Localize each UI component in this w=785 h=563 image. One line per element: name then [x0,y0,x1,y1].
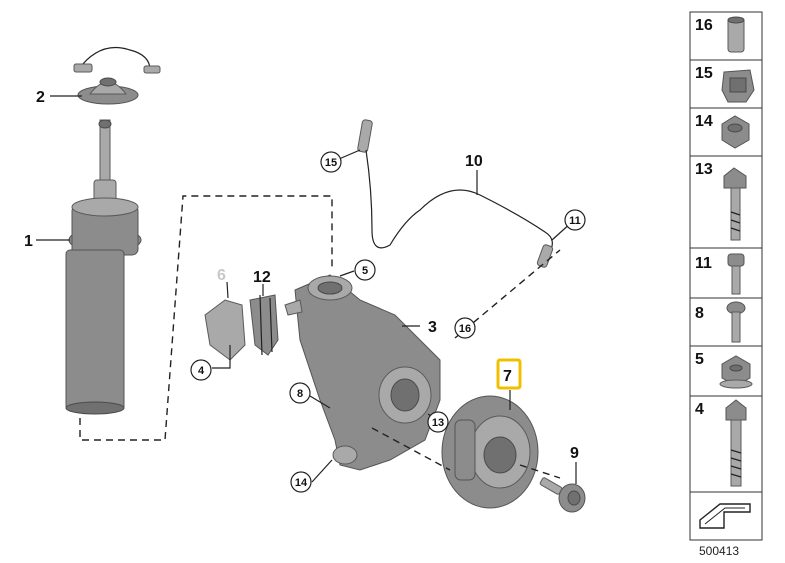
svg-text:14: 14 [295,477,308,489]
callout-2: 2 [36,89,45,106]
shock-absorber [65,119,142,415]
callout-4-circle: 4 [190,359,212,381]
svg-text:14: 14 [695,113,713,130]
callout-16-circle: 16 [454,317,476,339]
flange-bolt-icon [723,167,747,189]
svg-text:15: 15 [695,65,713,82]
svg-text:8: 8 [297,388,303,400]
callout-7: 7 [503,368,512,385]
hub-bolt [539,477,586,513]
svg-text:8: 8 [695,305,704,322]
small-parts-sidebar: 16 15 14 13 11 8 5 [689,11,763,541]
callout-6: 6 [217,267,226,284]
leader-lines [36,95,577,484]
long-bolt-icon [725,399,747,421]
callout-14-circle: 14 [290,471,312,493]
sidebar-cell-11 [689,247,763,299]
svg-text:15: 15 [325,157,337,169]
svg-text:16: 16 [459,323,471,335]
wheel-speed-sensor [357,119,554,268]
callout-5-circle: 5 [354,259,376,281]
callout-15-circle: 15 [320,151,342,173]
svg-text:4: 4 [198,365,205,377]
callout-10: 10 [465,153,483,170]
callout-9: 9 [570,445,579,462]
sidebar-cell-arrow [689,491,763,541]
svg-text:13: 13 [432,417,444,429]
svg-text:13: 13 [695,161,713,178]
wheel-carrier [284,274,441,471]
svg-text:5: 5 [695,351,704,368]
svg-text:11: 11 [695,255,712,272]
callout-12: 12 [253,269,271,286]
group-dashed-outline [79,195,333,441]
sidebar-cell-16 [689,11,763,61]
callout-1: 1 [24,233,33,250]
svg-text:4: 4 [695,401,704,418]
boot-with-sensor-wire [73,46,161,105]
svg-text:5: 5 [362,265,368,277]
svg-text:11: 11 [569,215,581,227]
socket-bolt-icon [727,253,745,267]
callout-7-highlight [496,358,522,390]
callout-8-circle: 8 [289,382,311,404]
callout-13-circle: 13 [427,411,449,433]
reference-number: 500413 [699,544,739,558]
callout-11-circle: 11 [564,209,586,231]
wheel-hub [441,395,539,509]
callout-3: 3 [428,319,437,336]
svg-text:16: 16 [695,17,713,34]
arrow-icon [699,503,751,529]
sidebar-cell-13 [689,155,763,249]
brake-hose-bracket [204,294,279,361]
